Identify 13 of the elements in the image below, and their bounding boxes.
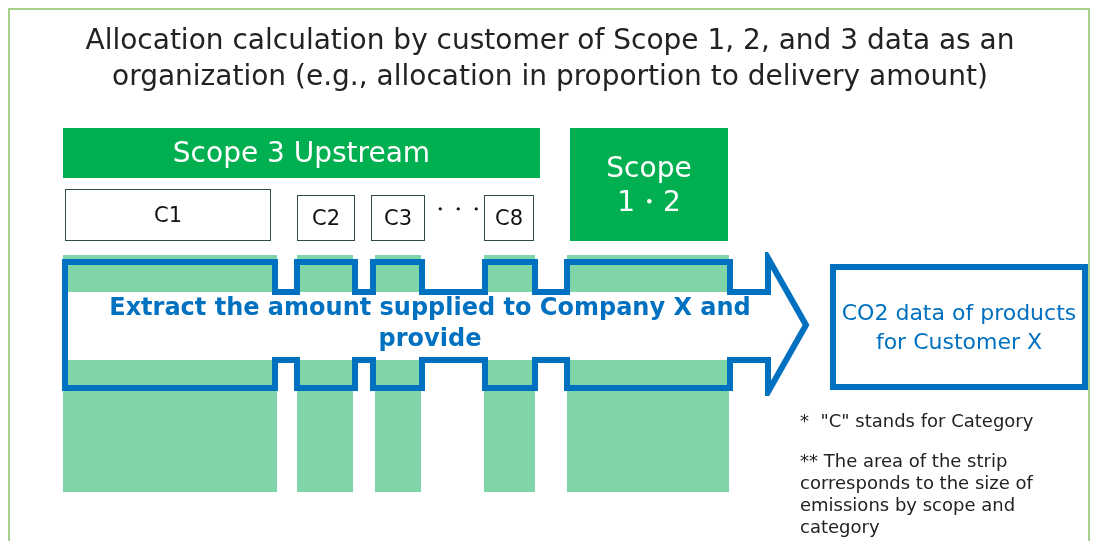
category-box: C8: [484, 195, 534, 241]
category-box: C3: [371, 195, 425, 241]
scope-box: Scope 1・2: [570, 128, 728, 241]
category-box: C2: [297, 195, 355, 241]
result-box: CO2 data of products for Customer X: [830, 264, 1088, 390]
arrow-label: Extract the amount supplied to Company X and provide: [108, 292, 752, 354]
title: Allocation calculation by customer of Scope 1, 2, and 3 data as an organization (e.g., allocation in proportion to delivery amount): [84, 22, 1016, 94]
category-box: C1: [65, 189, 271, 241]
footnote: * "C" stands for Category: [800, 410, 1034, 431]
block-arrow: [60, 252, 812, 396]
scope-box: Scope 3 Upstream: [63, 128, 540, 178]
ellipsis: ・・・: [430, 196, 484, 223]
footnote: ** The area of the strip corresponds to the size of emissions by scope and category: [800, 450, 1035, 538]
